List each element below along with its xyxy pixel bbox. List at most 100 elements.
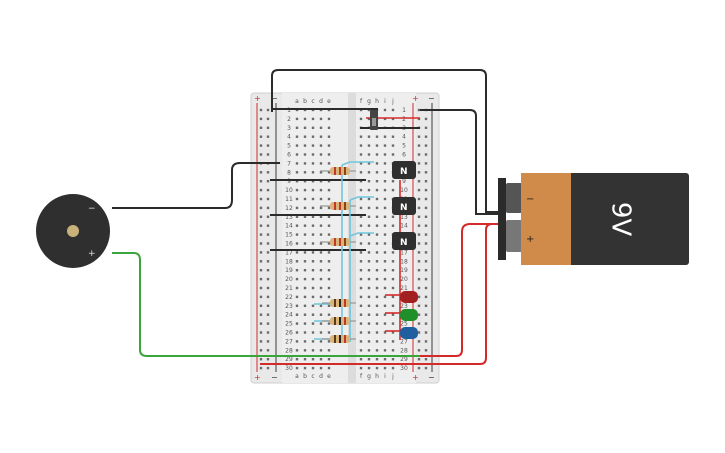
breadboard-hole[interactable]	[359, 233, 363, 236]
breadboard-hole[interactable]	[417, 251, 421, 254]
breadboard-hole[interactable]	[327, 349, 331, 352]
breadboard-hole[interactable]	[303, 340, 307, 343]
breadboard-hole[interactable]	[383, 135, 387, 138]
breadboard-hole[interactable]	[295, 295, 299, 299]
breadboard-hole[interactable]	[424, 340, 428, 343]
breadboard-hole[interactable]	[259, 358, 263, 361]
breadboard-hole[interactable]	[303, 313, 307, 316]
breadboard-hole[interactable]	[327, 171, 331, 174]
breadboard-hole[interactable]	[375, 322, 379, 325]
breadboard-hole[interactable]	[266, 188, 270, 192]
breadboard-hole[interactable]	[259, 197, 263, 201]
breadboard-hole[interactable]	[327, 233, 331, 236]
breadboard-hole[interactable]	[375, 366, 379, 370]
breadboard-hole[interactable]	[383, 206, 387, 210]
breadboard-hole[interactable]	[295, 313, 299, 316]
breadboard-hole[interactable]	[319, 206, 323, 210]
breadboard-hole[interactable]	[417, 349, 421, 352]
breadboard-hole[interactable]	[311, 117, 315, 121]
breadboard-hole[interactable]	[311, 358, 315, 361]
breadboard-hole[interactable]	[359, 206, 363, 210]
breadboard-hole[interactable]	[303, 162, 307, 165]
breadboard-hole[interactable]	[375, 340, 379, 343]
breadboard-hole[interactable]	[295, 224, 299, 227]
breadboard-hole[interactable]	[367, 135, 371, 138]
breadboard-hole[interactable]	[383, 322, 387, 325]
breadboard-hole[interactable]	[266, 313, 270, 316]
breadboard-hole[interactable]	[424, 286, 428, 290]
breadboard-hole[interactable]	[417, 180, 421, 183]
breadboard-hole[interactable]	[375, 251, 379, 254]
breadboard-hole[interactable]	[259, 144, 263, 147]
breadboard-hole[interactable]	[417, 295, 421, 299]
breadboard-hole[interactable]	[311, 180, 315, 183]
breadboard-hole[interactable]	[383, 197, 387, 201]
breadboard-hole[interactable]	[295, 286, 299, 290]
breadboard-hole[interactable]	[266, 180, 270, 183]
breadboard-hole[interactable]	[303, 215, 307, 218]
breadboard-hole[interactable]	[266, 144, 270, 147]
breadboard-hole[interactable]	[359, 313, 363, 316]
breadboard-hole[interactable]	[295, 188, 299, 192]
breadboard-hole[interactable]	[367, 260, 371, 263]
breadboard-hole[interactable]	[327, 313, 331, 316]
breadboard-hole[interactable]	[359, 349, 363, 352]
breadboard-hole[interactable]	[311, 171, 315, 174]
breadboard-hole[interactable]	[391, 277, 395, 281]
breadboard-hole[interactable]	[303, 295, 307, 299]
breadboard-hole[interactable]	[375, 331, 379, 334]
breadboard-hole[interactable]	[424, 251, 428, 254]
breadboard-hole[interactable]	[383, 117, 387, 121]
breadboard-hole[interactable]	[319, 251, 323, 254]
breadboard-hole[interactable]	[367, 162, 371, 165]
breadboard-hole[interactable]	[383, 180, 387, 183]
breadboard-hole[interactable]	[391, 286, 395, 290]
breadboard-hole[interactable]	[319, 349, 323, 352]
resistor-4[interactable]	[322, 299, 356, 307]
breadboard-hole[interactable]	[375, 242, 379, 245]
breadboard-hole[interactable]	[391, 269, 395, 272]
breadboard-hole[interactable]	[266, 358, 270, 361]
breadboard-hole[interactable]	[311, 340, 315, 343]
breadboard-hole[interactable]	[367, 117, 371, 121]
breadboard-hole[interactable]	[303, 277, 307, 281]
breadboard-hole[interactable]	[359, 197, 363, 201]
breadboard-hole[interactable]	[391, 215, 395, 218]
breadboard-hole[interactable]	[383, 260, 387, 263]
breadboard-hole[interactable]	[327, 206, 331, 210]
breadboard-hole[interactable]	[417, 117, 421, 121]
breadboard-hole[interactable]	[424, 162, 428, 165]
breadboard-hole[interactable]	[359, 224, 363, 227]
breadboard-hole[interactable]	[327, 286, 331, 290]
breadboard-hole[interactable]	[375, 286, 379, 290]
breadboard-hole[interactable]	[327, 180, 331, 183]
breadboard-hole[interactable]	[417, 188, 421, 192]
breadboard-hole[interactable]	[359, 286, 363, 290]
breadboard-hole[interactable]	[327, 366, 331, 370]
breadboard-hole[interactable]	[367, 340, 371, 343]
breadboard-hole[interactable]	[303, 242, 307, 245]
breadboard-hole[interactable]	[417, 171, 421, 174]
breadboard-hole[interactable]	[367, 277, 371, 281]
breadboard-hole[interactable]	[383, 153, 387, 156]
led-red[interactable]	[400, 291, 418, 303]
breadboard-hole[interactable]	[375, 188, 379, 192]
breadboard-hole[interactable]	[327, 224, 331, 227]
breadboard-hole[interactable]	[391, 349, 395, 352]
breadboard-hole[interactable]	[259, 277, 263, 281]
breadboard-hole[interactable]	[259, 224, 263, 227]
breadboard-hole[interactable]	[311, 215, 315, 218]
breadboard-hole[interactable]	[266, 126, 270, 129]
breadboard-hole[interactable]	[311, 260, 315, 263]
breadboard-hole[interactable]	[367, 197, 371, 201]
breadboard-hole[interactable]	[295, 206, 299, 210]
breadboard-hole[interactable]	[295, 117, 299, 121]
breadboard-hole[interactable]	[391, 108, 395, 112]
breadboard-hole[interactable]	[359, 358, 363, 361]
breadboard-hole[interactable]	[359, 135, 363, 138]
breadboard-hole[interactable]	[319, 233, 323, 236]
breadboard-hole[interactable]	[327, 251, 331, 254]
breadboard-hole[interactable]	[367, 180, 371, 183]
breadboard-hole[interactable]	[303, 197, 307, 201]
breadboard-hole[interactable]	[259, 180, 263, 183]
